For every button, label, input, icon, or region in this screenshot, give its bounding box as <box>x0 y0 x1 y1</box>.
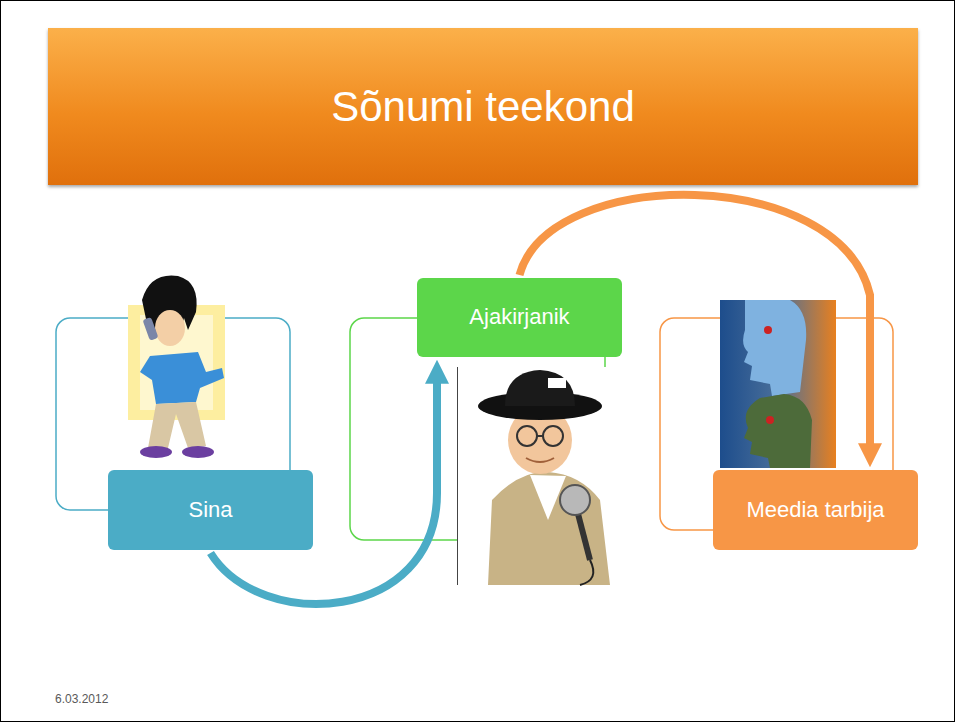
box-label: Ajakirjanik <box>469 304 569 330</box>
box-label: Meedia tarbija <box>746 497 884 523</box>
person-picture <box>128 276 225 459</box>
person-label-box: Sina <box>108 470 313 550</box>
journalist-label-box: Ajakirjanik <box>417 278 622 357</box>
title-banner: Sõnumi teekond <box>48 28 918 185</box>
heads-picture <box>720 300 836 468</box>
box-label: Sina <box>188 497 232 523</box>
date-label: 6.03.2012 <box>55 692 108 706</box>
consumer-label-box: Meedia tarbija <box>713 470 918 550</box>
journalist-picture <box>457 367 628 585</box>
slide-title: Sõnumi teekond <box>331 83 635 131</box>
